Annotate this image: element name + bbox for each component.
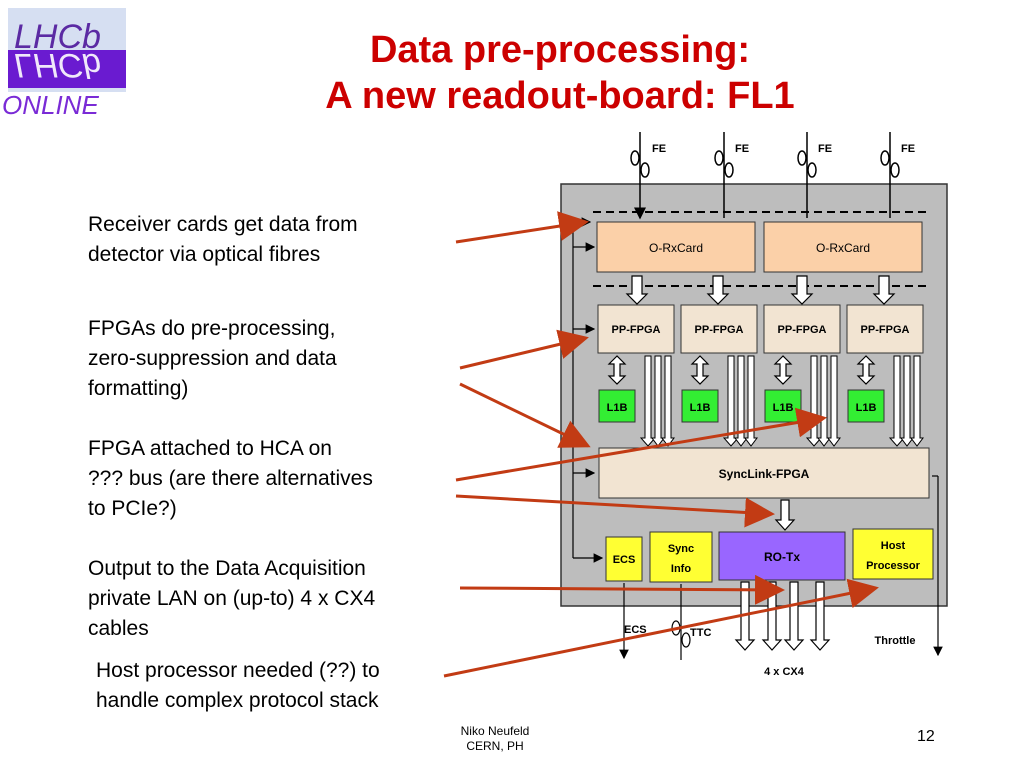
page-number: 12 (917, 728, 935, 745)
throttle-label: Throttle (875, 635, 916, 647)
sync-info-label-1: Sync (668, 543, 694, 555)
fe-label: FE (818, 143, 832, 155)
host-processor-box (852, 528, 934, 580)
throttle-line (932, 475, 943, 657)
bullet-fpga-hca: FPGA attached to HCA on ??? bus (are the… (88, 434, 373, 524)
footer-credit: Niko Neufeld CERN, PH (440, 724, 550, 754)
cx4-label: 4 x CX4 (764, 666, 805, 678)
callout-arrow-rxcard (455, 211, 589, 244)
host-processor-label-2: Processor (866, 560, 921, 572)
ecs-box-label: ECS (613, 554, 636, 566)
l1b-box-3 (764, 389, 802, 423)
pp-fpga-label: PP-FPGA (612, 324, 661, 336)
sync-info-box (649, 531, 713, 583)
ttc-input (671, 584, 691, 660)
ttc-label: TTC (690, 627, 711, 639)
fpga-to-synclink-lanes (639, 355, 924, 447)
fpga-l1b-arrows (607, 355, 876, 385)
footer-affiliation: CERN, PH (466, 739, 524, 753)
bullet-line: handle complex protocol stack (96, 689, 379, 712)
slide-title-line2: A new readout-board: FL1 (325, 75, 795, 117)
pp-fpga-label: PP-FPGA (695, 324, 744, 336)
fe-input-4 (880, 132, 900, 218)
bullet-receiver-cards: Receiver cards get data from detector vi… (88, 210, 358, 270)
pp-fpga-box-2 (680, 304, 758, 354)
callout-arrow-ppfpga (459, 329, 589, 370)
bullet-line: zero-suppression and data (88, 347, 337, 370)
pp-fpga-label: PP-FPGA (861, 324, 910, 336)
fe-label: FE (735, 143, 749, 155)
l1b-box-2 (681, 389, 719, 423)
pp-fpga-box-3 (763, 304, 841, 354)
callout-arrow-synclink-a (459, 382, 591, 448)
logo-lhcb-text: LHCb (14, 18, 101, 56)
slide-title-line1: Data pre-processing: (369, 29, 751, 71)
cx4-output-arrows (734, 581, 831, 651)
callout-arrow-l1b (455, 407, 827, 482)
ecs-output-label: ECS (624, 624, 647, 636)
rxcard-label: O-RxCard (816, 241, 870, 255)
fe-input-2 (714, 132, 734, 218)
fe-input-1 (630, 132, 650, 220)
pp-fpga-label: PP-FPGA (778, 324, 827, 336)
bullet-line: Host processor needed (??) to (96, 659, 380, 682)
logo-online-text: ONLINE (2, 90, 99, 120)
pp-fpga-box-4 (846, 304, 924, 354)
bullet-line: FPGA attached to HCA on (88, 437, 332, 460)
synclink-fpga-label: SyncLink-FPGA (719, 467, 810, 481)
callout-arrow-host (443, 578, 879, 678)
synclink-fpga-box (598, 447, 930, 499)
ro-tx-box (718, 531, 846, 581)
callout-arrow-rotx (455, 494, 775, 528)
ecs-bus-lines (572, 217, 604, 563)
synclink-to-rotx-arrow (774, 499, 796, 531)
rxcard-label: O-RxCard (649, 241, 703, 255)
l1b-box-4 (847, 389, 885, 423)
footer-author: Niko Neufeld (460, 724, 530, 738)
rx-to-fpga-arrows (625, 275, 896, 305)
bullet-fpgas: FPGAs do pre-processing, zero-suppressio… (88, 314, 337, 404)
board-outline (560, 183, 948, 607)
fe-input-3 (797, 132, 817, 218)
sync-info-label-2: Info (671, 563, 691, 575)
fe-label: FE (652, 143, 666, 155)
rxcard-box-2 (763, 221, 923, 273)
bullet-line: to PCIe?) (88, 497, 177, 520)
callout-arrow-cx4 (459, 574, 785, 605)
host-processor-label-1: Host (881, 540, 906, 552)
rxcard-box-1 (596, 221, 756, 273)
bullet-line: formatting) (88, 377, 189, 400)
fe-label: FE (901, 143, 915, 155)
l1b-label: L1B (607, 402, 628, 414)
l1b-box-1 (598, 389, 636, 423)
ro-tx-label: RO-Tx (764, 550, 800, 564)
l1b-label: L1B (773, 402, 794, 414)
callout-arrows (443, 211, 879, 678)
logo-lhcb-mirror-text: LHCb (14, 46, 101, 84)
bullet-host-processor: Host processor needed (??) to handle com… (96, 656, 380, 716)
l1b-label: L1B (856, 402, 877, 414)
ecs-box (605, 536, 643, 582)
bullet-line: FPGAs do pre-processing, (88, 317, 336, 340)
bullet-line: cables (88, 617, 149, 640)
bullet-line: Receiver cards get data from (88, 213, 358, 236)
lhcb-online-logo: LHCb LHCb ONLINE (2, 8, 126, 120)
bullet-line: Output to the Data Acquisition (88, 557, 366, 580)
bullet-line: detector via optical fibres (88, 243, 321, 266)
l1b-label: L1B (690, 402, 711, 414)
bullet-output-daq: Output to the Data Acquisition private L… (88, 554, 375, 644)
pp-fpga-box-1 (597, 304, 675, 354)
bullet-line: ??? bus (are there alternatives (88, 467, 373, 490)
bullet-line: private LAN on (up-to) 4 x CX4 (88, 587, 376, 610)
